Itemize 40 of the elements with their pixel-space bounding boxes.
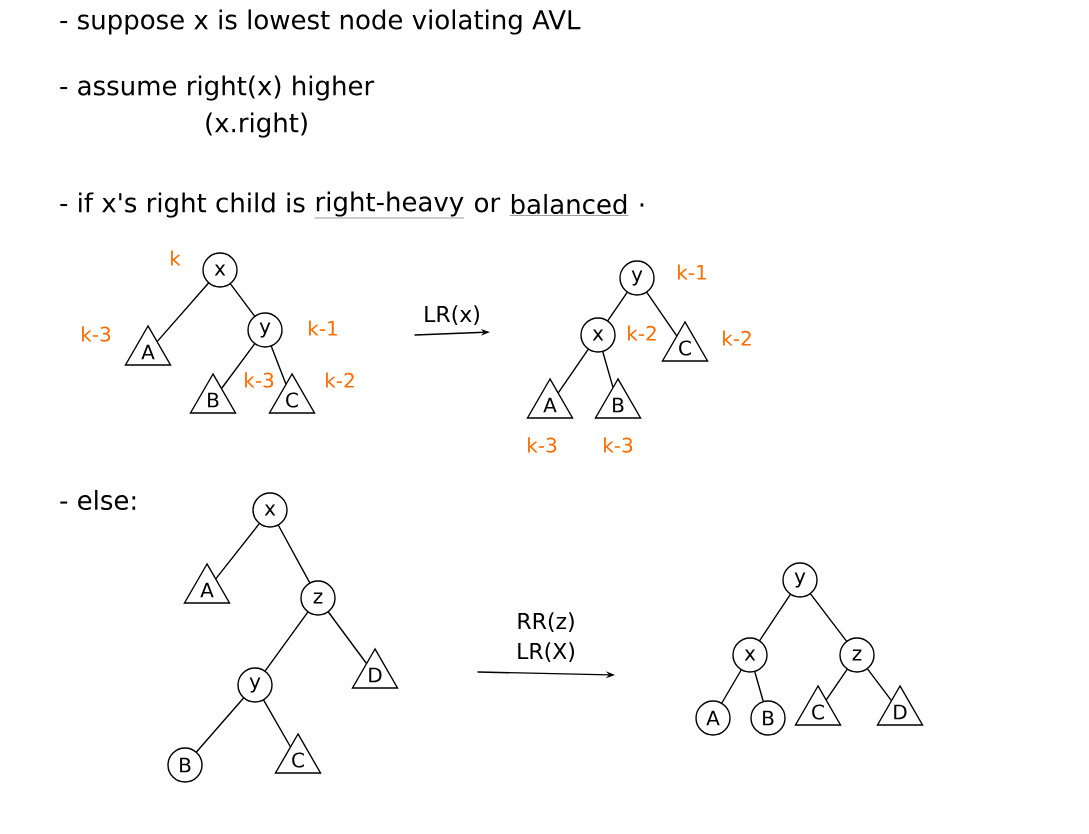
note-text: (x.right) (206, 112, 307, 138)
note-text: - if x's right child is (60, 192, 305, 218)
rotation-label: RR(z) LR(X) (518, 612, 574, 662)
tree-edge (277, 524, 311, 584)
tree-edge (866, 668, 892, 701)
tree-edge (602, 351, 614, 388)
underlined-text: balanced (509, 193, 629, 216)
tree-edge (327, 611, 367, 664)
tree-edge (270, 345, 287, 385)
note-text: - assume right(x) higher (60, 75, 375, 101)
tree-edge (607, 291, 628, 322)
height-label: k (171, 250, 181, 266)
underlined-text: right-heavy (314, 191, 465, 219)
note-text: - suppose x is lowest node violating AVL (60, 9, 581, 35)
tree-edge (221, 343, 256, 389)
tree-edge (646, 291, 678, 337)
tree-edge (759, 594, 791, 641)
height-label: k-2 (723, 330, 751, 346)
note-text: - else: (60, 489, 136, 511)
note-text: or (475, 197, 501, 213)
tree-edge (156, 282, 210, 342)
height-label: k-2 (628, 325, 656, 341)
tree-edge (754, 671, 764, 702)
tree-edge (825, 668, 848, 701)
tree-edge (721, 669, 742, 704)
rotation-label: LR(x) (425, 305, 479, 325)
height-label: k-1 (678, 264, 706, 280)
tree-edge (215, 523, 260, 580)
height-label: k-3 (604, 437, 633, 453)
note-text: . (640, 203, 644, 207)
height-label: k-2 (326, 372, 354, 388)
tree-edge (557, 348, 589, 394)
height-label: k-3 (82, 326, 111, 342)
height-label: k-3 (528, 437, 557, 453)
tree-edge (264, 611, 309, 672)
tree-edge (229, 283, 256, 317)
height-label: k-1 (309, 320, 337, 336)
tree-edge (810, 593, 847, 642)
tree-edge (263, 699, 291, 747)
tree-edge (195, 697, 245, 753)
